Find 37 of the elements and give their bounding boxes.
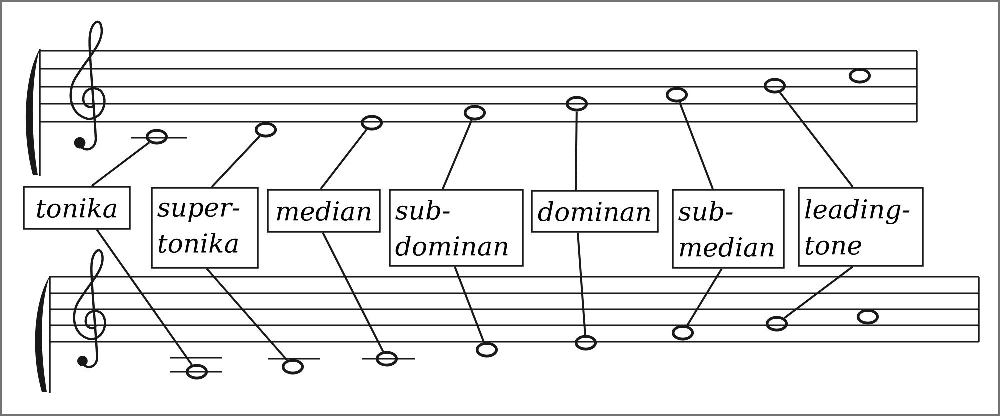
whole-note [464, 105, 486, 121]
leader-line [678, 102, 714, 190]
label-box: dominan [531, 190, 659, 233]
whole-note [282, 359, 304, 375]
leader-line [322, 232, 384, 352]
leader-line [779, 92, 854, 188]
leader-line [442, 120, 473, 190]
whole-note [360, 115, 384, 131]
leader-line [211, 136, 261, 188]
whole-note [566, 96, 588, 112]
label-box: median [267, 189, 381, 233]
whole-note [476, 342, 498, 358]
leader-line [577, 232, 586, 336]
whole-note [146, 129, 168, 145]
whole-note [254, 122, 278, 138]
whole-note [856, 309, 880, 325]
whole-note [672, 325, 694, 341]
leader-line [454, 266, 486, 343]
whole-note [186, 364, 208, 380]
whole-note [764, 78, 786, 94]
leader-line [206, 268, 288, 362]
label-box: super-tonika [151, 187, 259, 269]
whole-note [666, 87, 688, 103]
leader-line [91, 142, 150, 187]
whole-note [848, 68, 872, 84]
leader-line [320, 129, 368, 190]
leader-line [575, 112, 578, 190]
whole-note [376, 351, 398, 367]
leader-line [96, 229, 193, 366]
leader-line [686, 268, 723, 326]
label-box: sub-median [672, 189, 785, 269]
label-box: tonika [23, 186, 131, 230]
whole-note [766, 316, 788, 332]
whole-note [574, 335, 598, 351]
label-box: leading-tone [798, 187, 924, 267]
leader-line [784, 266, 854, 320]
label-box: sub-dominan [389, 189, 524, 267]
